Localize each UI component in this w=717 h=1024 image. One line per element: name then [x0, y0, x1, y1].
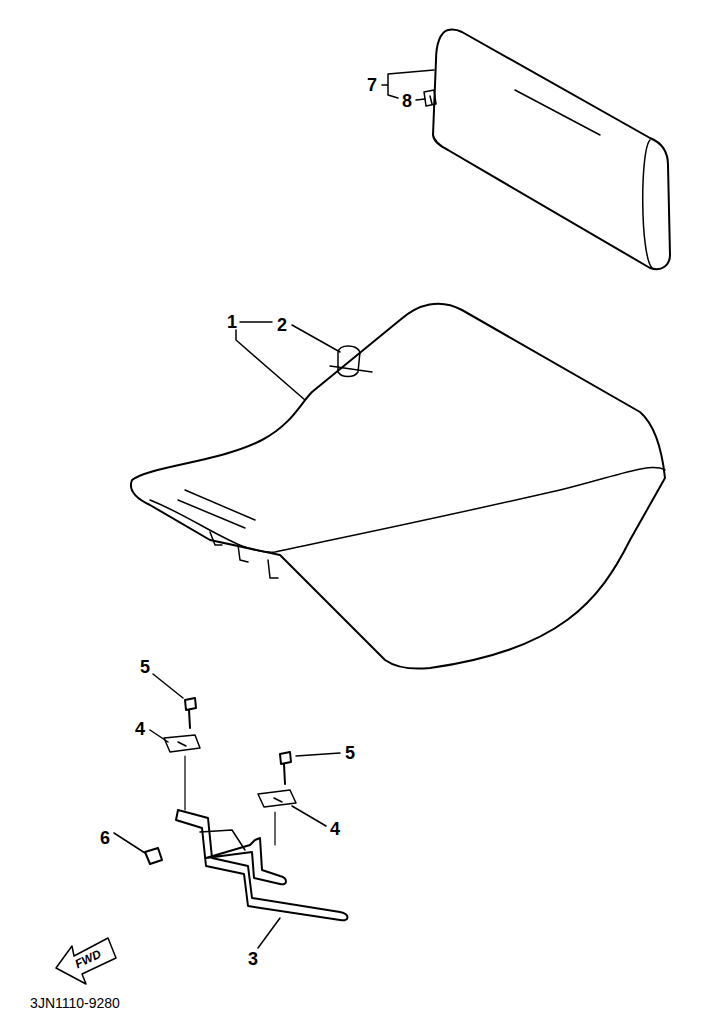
- seat: [131, 304, 665, 669]
- diagram-code: 3JN1110-9280: [30, 996, 120, 1010]
- clamp: [164, 735, 200, 752]
- callout-number: 1: [227, 313, 237, 331]
- bolt: [280, 752, 291, 784]
- guide-line: [185, 756, 275, 845]
- callout-number: 4: [330, 820, 340, 838]
- callout-number: 3: [248, 950, 258, 968]
- seat-line: [178, 490, 255, 528]
- backrest-edge: [643, 140, 652, 268]
- callout-number: 5: [345, 744, 355, 762]
- backrest-clip: [424, 90, 436, 106]
- seat-bracket: [176, 810, 348, 920]
- seat-tab: [210, 532, 278, 578]
- callout-number: 4: [135, 720, 145, 738]
- backrest-pad: [433, 29, 670, 269]
- clamp: [258, 790, 296, 807]
- forward-arrow: [56, 938, 116, 984]
- seat-bracket: [200, 830, 245, 850]
- nut: [145, 848, 162, 864]
- callout-number: 2: [277, 316, 287, 334]
- callout-number: 5: [140, 658, 150, 676]
- leader-line: [114, 674, 340, 948]
- callout-number: 6: [100, 829, 110, 847]
- seat-edge: [150, 468, 665, 553]
- callout-number: 7: [367, 76, 377, 94]
- bolt: [185, 698, 196, 728]
- seat-bracket: [206, 838, 286, 884]
- backrest-line: [515, 90, 600, 135]
- callout-number: 8: [402, 92, 412, 110]
- leader-line: [236, 322, 340, 400]
